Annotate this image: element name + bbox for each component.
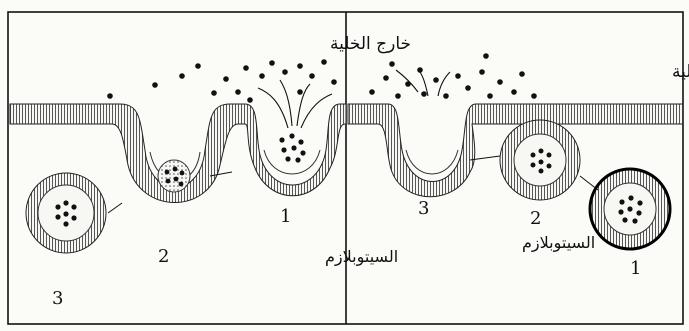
- right-outside-particles: [369, 53, 537, 99]
- right-label-1: 1: [630, 258, 641, 279]
- right-leader-2: [580, 176, 598, 190]
- right-label-2: 2: [530, 208, 541, 229]
- right-label-3: 3: [418, 198, 429, 219]
- left-outside-label: خارج الخلية: [330, 34, 411, 54]
- left-label-3: 3: [52, 288, 63, 309]
- left-outside-particles: [107, 59, 337, 103]
- left-release-lines: [258, 80, 332, 128]
- left-panel: 1 2 3 خارج الخلية السيتوبلازم: [10, 34, 411, 309]
- left-leader-3: [108, 203, 122, 213]
- left-label-2: 2: [158, 246, 169, 267]
- left-vesicle-2: [158, 160, 190, 192]
- left-label-1: 1: [280, 206, 291, 227]
- right-pocket-3-inner: [406, 150, 458, 174]
- right-panel: 1 2 3 خارج الخلية السيتوبلازم: [348, 53, 689, 279]
- right-outside-label: خارج الخلية: [672, 62, 689, 82]
- right-cytoplasm-label: السيتوبلازم: [522, 233, 595, 253]
- left-cytoplasm-label: السيتوبلازم: [325, 247, 398, 267]
- left-pocket-1-cargo: [279, 133, 305, 162]
- left-pocket-1-inner: [264, 150, 320, 174]
